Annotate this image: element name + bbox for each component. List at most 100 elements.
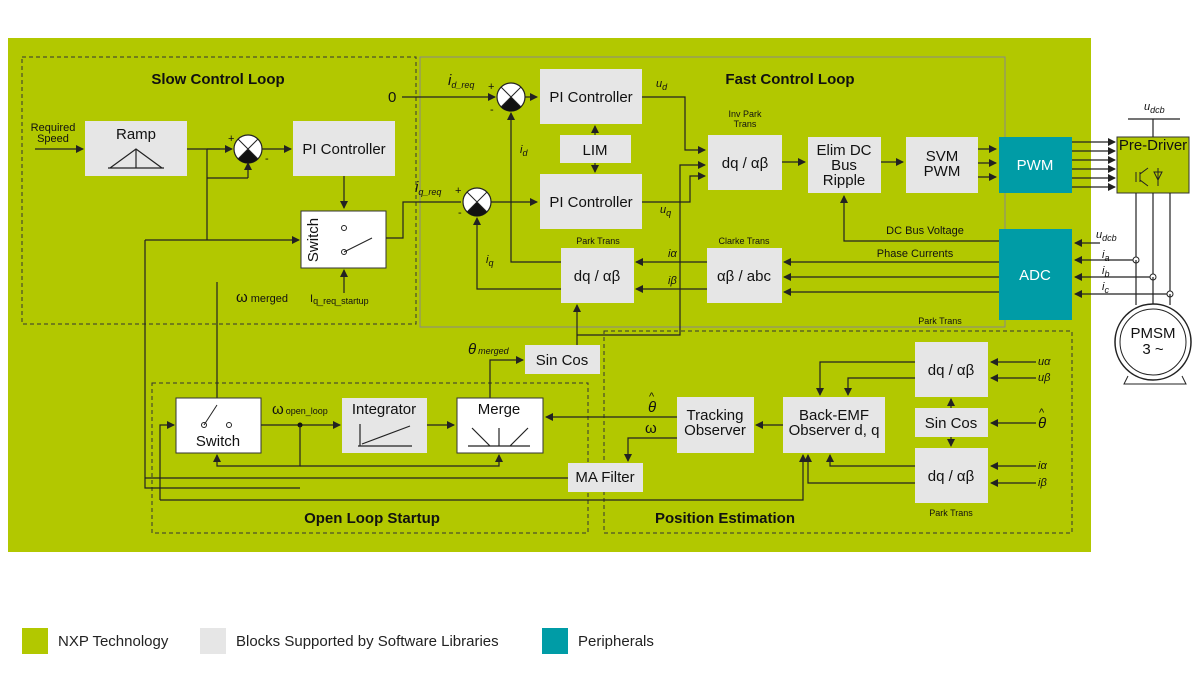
svg-text:dq / αβ: dq / αβ	[928, 362, 975, 379]
id-label: id	[520, 144, 528, 158]
ic-label: ic	[1102, 281, 1109, 295]
sum-junction-q: + -	[455, 185, 492, 219]
legend-software-swatch	[200, 628, 226, 654]
merge-block: Merge	[456, 397, 544, 454]
legend-software-label: Blocks Supported by Software Libraries	[236, 632, 499, 650]
theta-hat-right-label: θ	[1038, 415, 1046, 432]
ib-label: ib	[1102, 265, 1109, 279]
svg-text:LIM: LIM	[582, 142, 607, 159]
sincos-top-block: Sin Cos	[525, 345, 600, 374]
park-block: dq / αβ	[561, 248, 634, 303]
park-trans-label: Park Trans	[576, 236, 620, 246]
open-loop-title: Open Loop Startup	[304, 510, 440, 527]
legend-software: Blocks Supported by Software Libraries	[200, 628, 499, 654]
svg-text:Merge: Merge	[478, 401, 521, 418]
svg-text:-: -	[265, 153, 269, 165]
ud-label: ud	[656, 78, 668, 92]
iq-label: iq	[486, 254, 493, 268]
legend-peripheral: Peripherals	[542, 628, 654, 654]
pi-q-block: PI Controller	[540, 174, 642, 229]
u-alpha-label: uα	[1038, 356, 1051, 368]
park-trans-pe-top: Park Trans	[918, 316, 962, 326]
legend-peripheral-swatch	[542, 628, 568, 654]
svg-text:Switch: Switch	[305, 218, 322, 262]
svg-text:PWM: PWM	[1017, 157, 1054, 174]
svg-text:Switch: Switch	[196, 433, 240, 450]
theta-hat-label: θ	[648, 399, 656, 416]
dc-bus-voltage-label: DC Bus Voltage	[886, 225, 964, 237]
legend-nxp: NXP Technology	[22, 628, 168, 654]
inv-park-block: dq / αβ	[708, 135, 782, 190]
svg-text:Ramp: Ramp	[116, 126, 156, 143]
udcb-label: udcb	[1096, 229, 1117, 243]
udcb-top-label: udcb	[1144, 101, 1165, 115]
svg-text:+: +	[455, 185, 461, 197]
zero-input: 0	[388, 89, 396, 106]
pe-dq2-block: dq / αβ	[915, 448, 988, 503]
fast-loop-title: Fast Control Loop	[725, 71, 854, 88]
legend-peripheral-label: Peripherals	[578, 632, 654, 650]
svg-text:PI Controller: PI Controller	[549, 89, 632, 106]
open-loop-region	[151, 382, 589, 534]
id-req-label: id_req	[448, 72, 474, 90]
ia-label: ia	[1102, 249, 1109, 263]
iq-req-label: iq_req	[415, 179, 441, 197]
svg-text:PI Controller: PI Controller	[302, 141, 385, 158]
i-alpha-pe-label: iα	[1038, 460, 1047, 472]
slow-loop-region	[21, 56, 417, 325]
u-beta-label: uβ	[1038, 372, 1051, 384]
pe-sincos-block: Sin Cos	[915, 408, 988, 437]
legend-nxp-label: NXP Technology	[58, 632, 169, 650]
integrator-block: Integrator	[342, 398, 427, 453]
pe-dq1-block: dq / αβ	[915, 342, 988, 397]
svg-text:+: +	[228, 133, 234, 145]
clarke-block: αβ / abc	[707, 248, 782, 303]
svg-text:^: ^	[649, 391, 655, 403]
switch-slow-block: Switch	[300, 210, 387, 269]
pre-driver-background	[1117, 137, 1189, 193]
pi-speed-block: PI Controller	[293, 121, 395, 176]
i-beta-pe-label: iβ	[1038, 477, 1047, 489]
adc-peripheral: ADC	[999, 229, 1072, 320]
svg-text:Sin Cos: Sin Cos	[536, 352, 589, 369]
clarke-trans-label: Clarke Trans	[718, 236, 770, 246]
svg-text:dq / αβ: dq / αβ	[722, 155, 769, 172]
pwm-peripheral: PWM	[999, 137, 1072, 193]
iq-req-startup-label: Iq_req_startup	[310, 293, 369, 306]
svg-text:dq / αβ: dq / αβ	[928, 468, 975, 485]
legend-nxp-swatch	[22, 628, 48, 654]
svg-text:Sin Cos: Sin Cos	[925, 415, 978, 432]
sum-junction-d: + -	[488, 81, 526, 116]
i-alpha-label: iα	[668, 248, 677, 260]
uq-label: uq	[660, 204, 671, 218]
position-region	[603, 330, 1073, 534]
omega-label: ω	[645, 420, 657, 437]
phase-currents-label: Phase Currents	[877, 248, 954, 260]
position-title: Position Estimation	[655, 510, 795, 527]
ramp-block: Ramp	[85, 121, 187, 176]
park-trans-pe-bottom: Park Trans	[929, 508, 973, 518]
svg-text:MA Filter: MA Filter	[575, 469, 634, 486]
svg-text:dq / αβ: dq / αβ	[574, 268, 621, 285]
i-beta-label: iβ	[668, 275, 677, 287]
switch-ol-block: Switch	[175, 397, 262, 454]
svg-text:-: -	[490, 104, 494, 116]
svg-text:PI Controller: PI Controller	[549, 194, 632, 211]
lim-block: LIM	[560, 135, 631, 163]
